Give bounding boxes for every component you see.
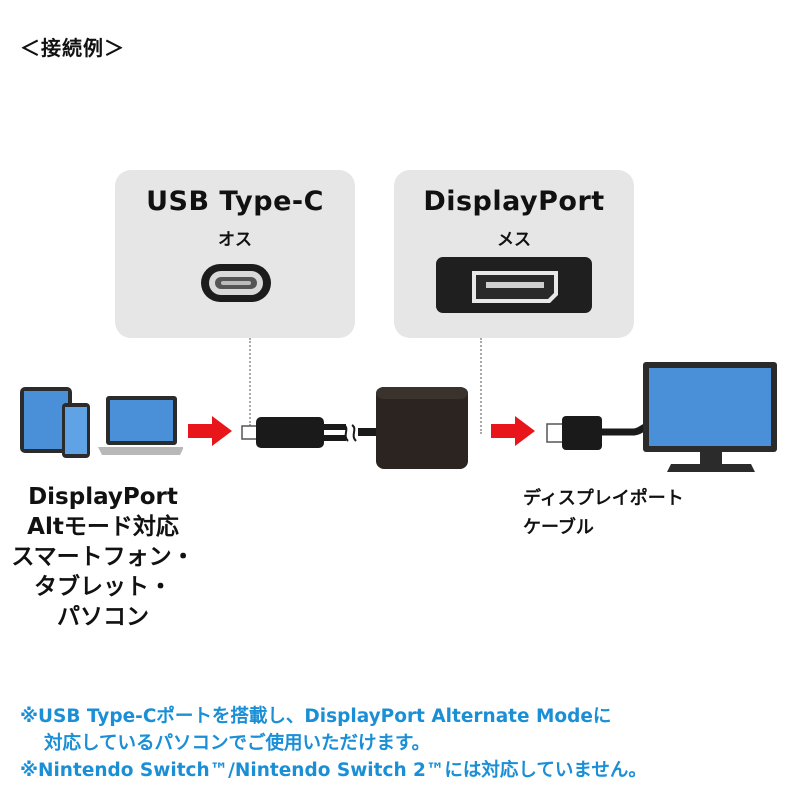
device-label-line: スマートフォン・ bbox=[11, 544, 195, 570]
displayport-socket-face-icon bbox=[436, 257, 592, 313]
usb-c-plug-face-icon bbox=[201, 264, 271, 302]
displayport-title: DisplayPort bbox=[423, 186, 605, 217]
monitor-icon bbox=[643, 362, 777, 472]
usb-c-displayport-adapter-icon bbox=[241, 387, 468, 469]
tablet-icon bbox=[20, 387, 72, 453]
device-label-line: タブレット・ bbox=[34, 574, 172, 600]
device-label-line: DisplayPort bbox=[28, 484, 178, 510]
usb-c-title: USB Type-C bbox=[146, 186, 324, 217]
displayport-cable-and-monitor-icon bbox=[546, 362, 777, 472]
displayport-gender: メス bbox=[497, 230, 531, 250]
page-heading: ＜接続例＞ bbox=[20, 36, 125, 60]
compatibility-notes: ※USB Type-Cポートを搭載し、DisplayPort Alternate… bbox=[20, 703, 647, 784]
note-line: 対応しているパソコンでご使用いただけます。 bbox=[44, 733, 431, 754]
device-label-line: Altモード対応 bbox=[27, 514, 179, 540]
source-devices-icon bbox=[20, 387, 183, 458]
arrow-devices-to-adapter-icon bbox=[188, 416, 232, 446]
adapter-cable-icon bbox=[324, 424, 380, 442]
usb-c-plug-icon bbox=[241, 417, 324, 448]
note-line: ※Nintendo Switch™/Nintendo Switch 2™には対応… bbox=[20, 760, 647, 781]
arrow-adapter-to-cable-icon bbox=[491, 416, 535, 446]
displayport-connector-callout: DisplayPort メス bbox=[394, 170, 634, 338]
source-device-label: DisplayPort Altモード対応 スマートフォン・ タブレット・ パソコ… bbox=[0, 482, 206, 632]
cable-label-line: ケーブル bbox=[523, 517, 594, 538]
cable-label-line: ディスプレイポート bbox=[523, 488, 684, 509]
usb-c-gender: オス bbox=[218, 230, 252, 250]
displayport-plug-icon bbox=[546, 416, 602, 450]
displayport-cable-icon bbox=[601, 422, 650, 436]
note-line: ※USB Type-Cポートを搭載し、DisplayPort Alternate… bbox=[20, 706, 612, 727]
usb-c-leader-line bbox=[249, 338, 251, 426]
usb-c-connector-callout: USB Type-C オス bbox=[115, 170, 355, 338]
smartphone-icon bbox=[62, 403, 90, 458]
device-label-line: パソコン bbox=[57, 604, 149, 630]
cable-label: ディスプレイポート ケーブル bbox=[523, 484, 684, 542]
adapter-body-icon bbox=[376, 387, 468, 469]
displayport-leader-line bbox=[480, 338, 482, 434]
laptop-icon bbox=[98, 396, 183, 455]
